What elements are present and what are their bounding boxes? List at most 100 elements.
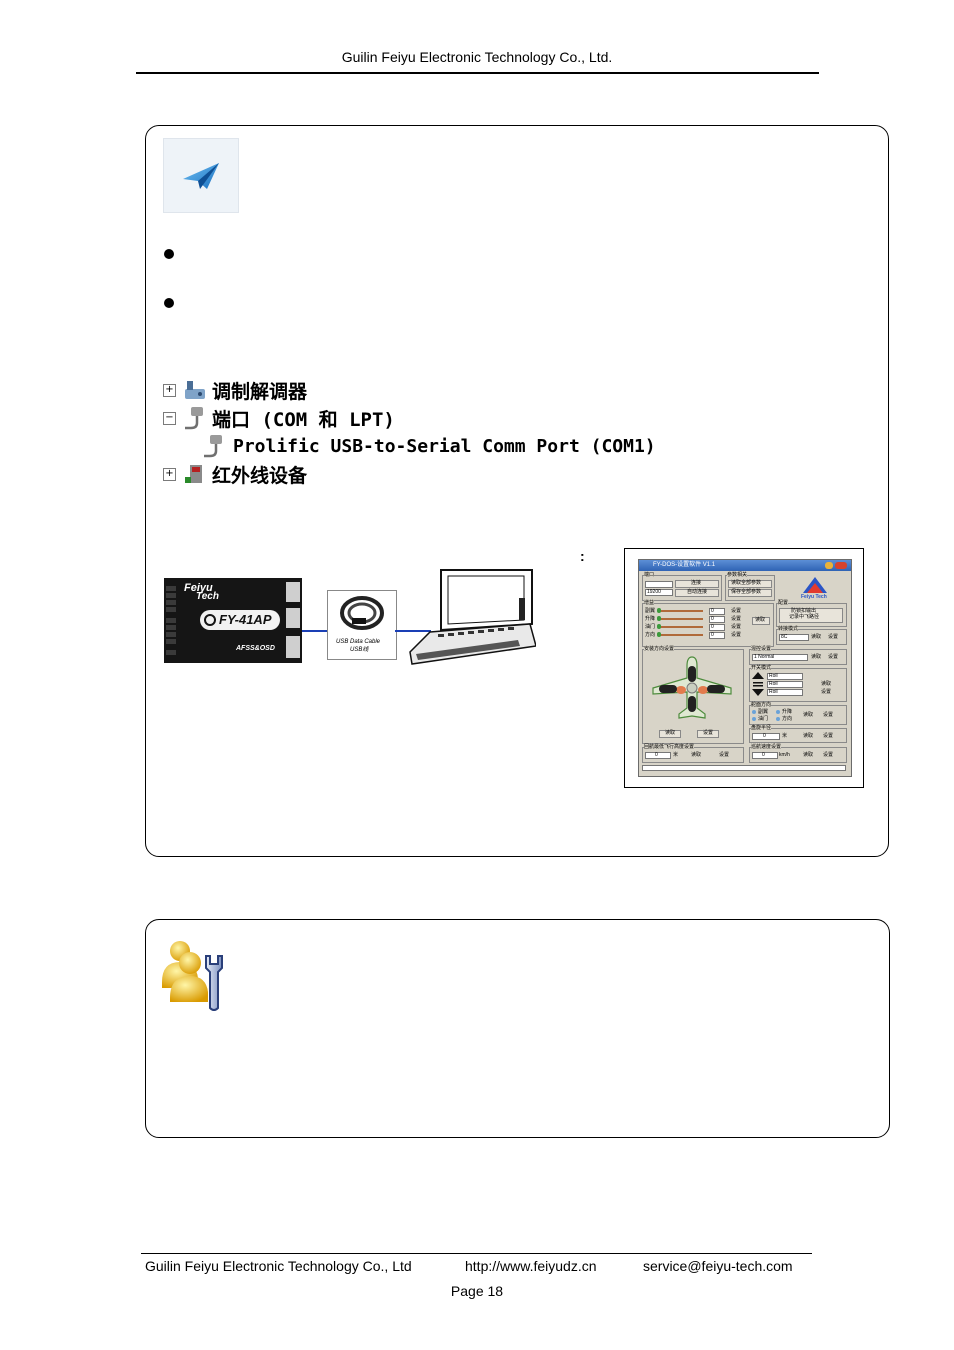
gain-set-label[interactable]: 设置 xyxy=(731,624,742,630)
modem-icon xyxy=(185,381,205,399)
gain-slider-knob[interactable] xyxy=(657,616,661,621)
gain-value: 0 xyxy=(711,616,714,622)
mount-label: 安装方向设置 xyxy=(644,646,675,652)
gain-slider[interactable] xyxy=(659,634,703,636)
remote-mode-select[interactable] xyxy=(779,634,809,641)
gain-value-field[interactable] xyxy=(709,608,725,615)
radius-read-label: 读取 xyxy=(803,733,814,739)
collapse-icon[interactable]: − xyxy=(163,411,176,425)
infrared-icon xyxy=(185,465,202,483)
radius-input[interactable] xyxy=(752,733,780,740)
servo-dir-option: 升降 xyxy=(782,709,793,715)
usb-cable-image: USB Data Cable USB线 xyxy=(327,590,397,660)
connect-label: 连接 xyxy=(691,580,702,586)
device-manager-tree: + 调制解调器 − 端口 (COM 和 LPT) Prolific USB-to… xyxy=(163,372,683,490)
altitude-input[interactable] xyxy=(645,752,671,759)
colon-mark: : xyxy=(580,548,585,564)
speed-value: 0 xyxy=(762,752,765,758)
gain-slider[interactable] xyxy=(659,618,703,620)
bullet-1 xyxy=(164,249,174,259)
altitude-label: 回航最低飞行高度设置 xyxy=(644,744,695,750)
footer-email[interactable]: service@feiyu-tech.com xyxy=(643,1258,793,1274)
expand-icon[interactable]: + xyxy=(163,467,176,481)
gain-read-button[interactable] xyxy=(752,617,770,625)
read-all-button[interactable] xyxy=(728,580,772,588)
gain-value-field[interactable] xyxy=(709,616,725,623)
remote-read-label: 读取 xyxy=(811,634,822,640)
fy41ap-board-image: Feiyu Tech FY-41AP AFSS&OSD xyxy=(164,578,302,663)
servo-dir-radio[interactable] xyxy=(752,710,756,714)
footer-company: Guilin Feiyu Electronic Technology Co., … xyxy=(145,1258,412,1274)
tree-label-modem: 调制解调器 xyxy=(212,380,308,403)
feiyu-logo-icon xyxy=(803,577,827,593)
switch-set-label: 设置 xyxy=(821,689,832,695)
tilt-label: 混控设置 xyxy=(751,646,772,652)
speed-read-label: 读取 xyxy=(803,752,814,758)
gain-slider-knob[interactable] xyxy=(657,624,661,629)
gain-row-label: 升降 xyxy=(645,616,656,622)
servo-read-label: 读取 xyxy=(803,712,814,718)
save-all-button[interactable] xyxy=(728,589,772,597)
servo-dir-option: 副翼 xyxy=(758,709,769,715)
gain-slider-knob[interactable] xyxy=(657,632,661,637)
switch-select[interactable] xyxy=(767,681,803,688)
speed-input[interactable] xyxy=(752,752,778,759)
tilt-set-label: 设置 xyxy=(828,654,839,660)
connect-button[interactable] xyxy=(675,580,719,588)
radius-group xyxy=(749,728,847,743)
gain-set-label[interactable]: 设置 xyxy=(731,608,742,614)
tree-item-com1[interactable]: Prolific USB-to-Serial Comm Port (COM1) xyxy=(201,433,656,459)
port-icon xyxy=(185,407,203,430)
brand-text: Feiyu Tech xyxy=(801,594,827,600)
gain-slider[interactable] xyxy=(659,626,703,628)
gain-set-label[interactable]: 设置 xyxy=(731,632,742,638)
auto-connect-button[interactable] xyxy=(675,589,719,597)
gain-row-label: 方向 xyxy=(645,632,656,638)
remote-set-label: 设置 xyxy=(828,634,839,640)
gain-slider-knob[interactable] xyxy=(657,608,661,613)
servo-dir-radio[interactable] xyxy=(776,710,780,714)
mount-set-button[interactable] xyxy=(697,730,719,738)
gain-read-label: 读取 xyxy=(755,617,766,623)
tree-item-infrared[interactable]: + 红外线设备 xyxy=(163,461,307,487)
mount-read-button[interactable] xyxy=(659,730,681,738)
gain-value-field[interactable] xyxy=(709,632,725,639)
cable-label-1: USB Data Cable xyxy=(336,639,381,645)
user-settings-icon xyxy=(160,938,232,1014)
expand-icon[interactable]: + xyxy=(163,383,176,397)
speed-unit: km/h xyxy=(779,752,790,758)
gain-set-label[interactable]: 设置 xyxy=(731,616,742,622)
footer-url[interactable]: http://www.feiyudz.cn xyxy=(465,1258,597,1274)
port-label: 端口 xyxy=(644,572,655,578)
board-brand-2: Tech xyxy=(196,591,219,602)
servo-dir-radio[interactable] xyxy=(752,717,756,721)
tilt-select[interactable] xyxy=(752,654,808,661)
config-group xyxy=(776,603,847,627)
gain-group xyxy=(642,603,774,647)
tree-item-ports[interactable]: − 端口 (COM 和 LPT) xyxy=(163,405,395,431)
switch-select[interactable] xyxy=(767,673,803,680)
speed-group xyxy=(749,747,847,763)
servo-dir-option: 油门 xyxy=(758,716,769,722)
close-button[interactable] xyxy=(835,562,847,569)
gain-slider[interactable] xyxy=(659,610,703,612)
anti-lock-label: 防锁扣输出 xyxy=(791,608,817,614)
gain-value: 0 xyxy=(711,608,714,614)
servo-dir-radio[interactable] xyxy=(776,717,780,721)
altitude-set-label: 设置 xyxy=(719,752,730,758)
switch-select[interactable] xyxy=(767,689,803,696)
tree-label-infrared: 红外线设备 xyxy=(212,464,308,487)
tree-item-modem[interactable]: + 调制解调器 xyxy=(163,377,307,403)
remote-mode-value: 8C xyxy=(781,634,788,640)
anti-lock-button[interactable] xyxy=(779,608,843,623)
switch-value: Roll xyxy=(769,689,778,695)
port-select[interactable] xyxy=(645,581,673,588)
radius-value: 0 xyxy=(763,733,766,739)
gain-value-field[interactable] xyxy=(709,624,725,631)
minimize-button[interactable] xyxy=(825,562,833,569)
baud-select[interactable] xyxy=(645,589,673,596)
switch-value: Roll xyxy=(769,673,778,679)
window-title: FY-DOS-设置软件 V1.1 xyxy=(639,560,851,571)
params-group xyxy=(725,575,775,601)
servo-set-label: 设置 xyxy=(823,712,834,718)
